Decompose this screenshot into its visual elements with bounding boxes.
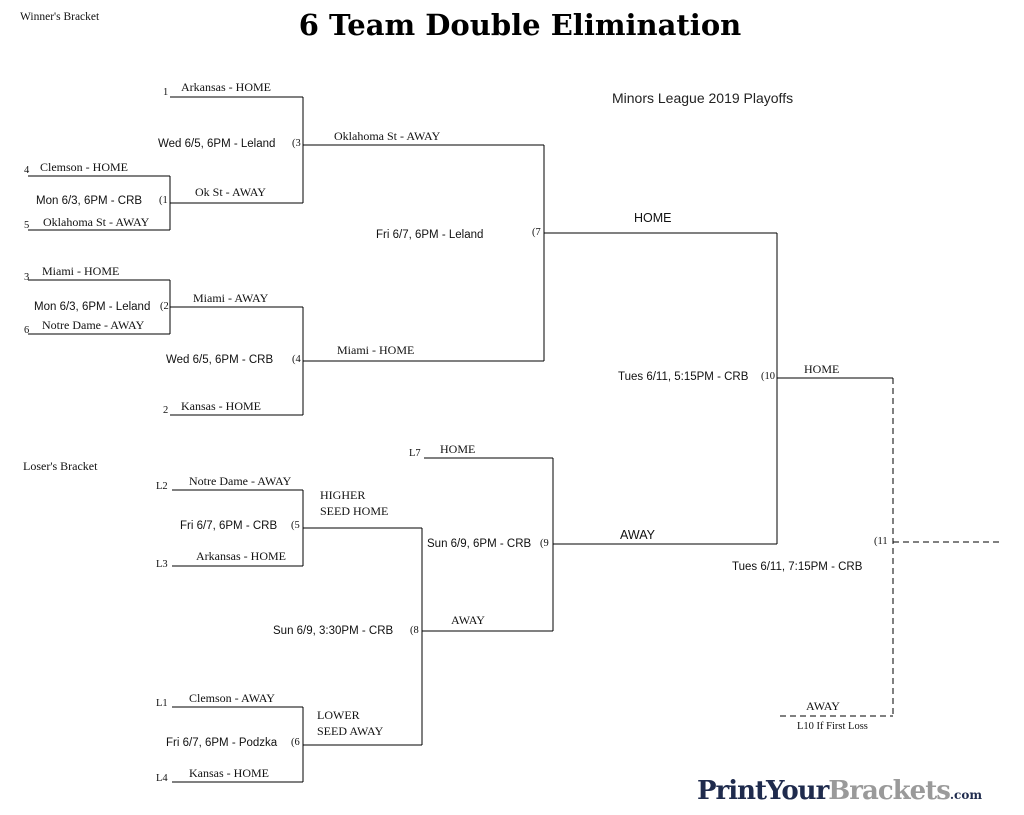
game-number: (1 [159, 195, 168, 206]
team-slot: Kansas - HOME [181, 399, 261, 413]
team-slot: Clemson - HOME [40, 160, 128, 174]
game-info: Sun 6/9, 3:30PM - CRB [273, 625, 394, 637]
logo-part: PrintYour [697, 776, 829, 806]
game-number: (11 [874, 536, 888, 547]
seeding-note: LOWER [317, 708, 360, 722]
team-slot: Oklahoma St - AWAY [334, 129, 441, 143]
team-slot: Miami - HOME [42, 264, 120, 278]
team-slot: Notre Dame - AWAY [42, 318, 145, 332]
team-slot: Ok St - AWAY [195, 185, 266, 199]
game-number: (5 [291, 520, 300, 531]
game-info: Fri 6/7, 6PM - CRB [180, 520, 278, 532]
seed-number: 3 [24, 272, 30, 283]
seeding-note: HIGHER [320, 488, 366, 502]
game-info: Mon 6/3, 6PM - Leland [34, 301, 151, 313]
seed-number: L1 [156, 698, 168, 709]
team-slot: AWAY [451, 613, 485, 627]
game-info: Tues 6/11, 7:15PM - CRB [732, 561, 863, 573]
seed-number: L3 [156, 559, 168, 570]
seed-number: L2 [156, 481, 168, 492]
team-slot: Clemson - AWAY [189, 691, 275, 705]
winners-bracket-label: Winner's Bracket [20, 11, 100, 23]
team-slot: AWAY [806, 699, 840, 713]
logo-part: .com [949, 788, 983, 802]
game-info: Sun 6/9, 6PM - CRB [427, 538, 532, 550]
game-info: Fri 6/7, 6PM - Leland [376, 229, 484, 241]
seed-number: L7 [409, 448, 421, 459]
game-number: (10 [761, 371, 775, 382]
game-number: (4 [292, 354, 301, 365]
game-number: (2 [160, 301, 169, 312]
seed-number: 4 [24, 165, 30, 176]
seeding-note: SEED HOME [320, 504, 389, 518]
team-slot: HOME [634, 211, 672, 225]
if-necessary-note: L10 If First Loss [797, 721, 868, 732]
page-title: 6 Team Double Elimination [298, 8, 742, 42]
seed-number: L4 [156, 773, 168, 784]
game-info: Fri 6/7, 6PM - Podzka [166, 737, 278, 749]
team-slot: Kansas - HOME [189, 766, 269, 780]
team-slot: Miami - HOME [337, 343, 415, 357]
game-number: (6 [291, 737, 300, 748]
game-info: Tues 6/11, 5:15PM - CRB [618, 371, 749, 383]
team-slot: AWAY [620, 528, 655, 542]
losers-bracket-label: Loser's Bracket [23, 459, 98, 473]
team-slot: Notre Dame - AWAY [189, 474, 292, 488]
game-info: Wed 6/5, 6PM - CRB [166, 354, 274, 366]
game-number: (9 [540, 538, 549, 549]
printyourbrackets-logo: PrintYourBrackets.com [697, 778, 982, 804]
page-subtitle: Minors League 2019 Playoffs [612, 90, 794, 106]
seed-number: 6 [24, 325, 30, 336]
seed-number: 1 [163, 87, 169, 98]
seeding-note: SEED AWAY [317, 724, 384, 738]
team-slot: Miami - AWAY [193, 291, 269, 305]
team-slot: Oklahoma St - AWAY [43, 215, 150, 229]
game-info: Wed 6/5, 6PM - Leland [158, 138, 276, 150]
team-slot: Arkansas - HOME [181, 80, 271, 94]
game-number: (8 [410, 625, 419, 636]
seed-number: 5 [24, 220, 30, 231]
team-slot: Arkansas - HOME [196, 549, 286, 563]
seed-number: 2 [163, 405, 169, 416]
game-number: (7 [532, 227, 541, 238]
logo-part: Brackets [828, 776, 951, 806]
team-slot: HOME [804, 362, 840, 376]
game-number: (3 [292, 138, 301, 149]
game-info: Mon 6/3, 6PM - CRB [36, 195, 143, 207]
team-slot: HOME [440, 442, 476, 456]
